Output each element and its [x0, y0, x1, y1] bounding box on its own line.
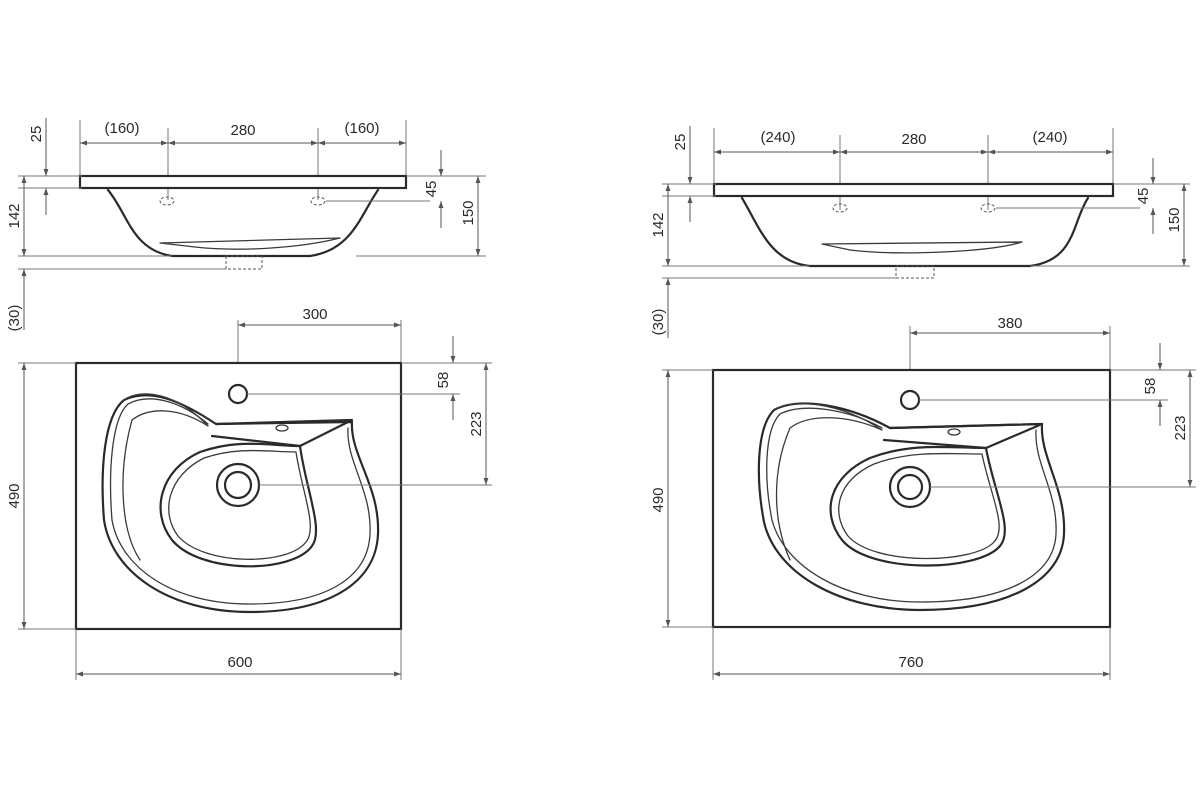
- dim-top-right-label: (240): [1032, 129, 1067, 146]
- dim-basin-height-label: 142: [650, 212, 667, 237]
- dim-width-label: 600: [227, 654, 252, 671]
- dim-depth-label: 490: [650, 487, 667, 512]
- dim-top-center-label: 280: [230, 122, 255, 139]
- waste-spigot: [895, 265, 935, 279]
- overflow-hole-right: [980, 203, 996, 213]
- dim-waste-from-back-label: 223: [1172, 415, 1189, 440]
- dim-waste-label: (30): [650, 309, 667, 336]
- waste-outlet-inner: [896, 473, 924, 501]
- dim-top-center-label: 280: [901, 131, 926, 148]
- dim-slab-label: 25: [28, 126, 45, 143]
- basin-bowl-inner: [829, 445, 1006, 567]
- basin-outline-plan: [74, 361, 403, 631]
- overflow-hole-left: [159, 196, 175, 206]
- overflow-hole-left: [832, 203, 848, 213]
- waste-spigot: [225, 255, 263, 270]
- dim-tap-offset-label: 300: [302, 306, 327, 323]
- basin-bowl-side: [106, 188, 380, 258]
- dim-overflow-label: 45: [423, 181, 440, 198]
- basin-slab: [712, 182, 1115, 198]
- dim-overflow-label: 45: [1135, 188, 1152, 205]
- dim-tap-from-back-label: 58: [1142, 378, 1159, 395]
- overflow-hole-right: [310, 196, 326, 206]
- basin-bowl-inner: [159, 442, 318, 568]
- elevation-view-600: (160) 280 (160) 25 142 (30): [6, 118, 486, 331]
- dim-total-height-label: 150: [1166, 207, 1183, 232]
- plan-view-760: 380 58 223 490: [650, 315, 1196, 680]
- dim-basin-height-label: 142: [6, 203, 23, 228]
- dim-top-left-label: (240): [760, 129, 795, 146]
- dim-waste-from-back-label: 223: [468, 411, 485, 436]
- drawing-760: (240) 280 (240) 25 142 (30): [650, 126, 1196, 680]
- dim-tap-offset-label: 380: [997, 315, 1022, 332]
- dim-top-left-label: (160): [104, 120, 139, 137]
- dim-total-height-label: 150: [460, 200, 477, 225]
- dim-width-label: 760: [898, 654, 923, 671]
- dim-slab-label: 25: [672, 134, 689, 151]
- basin-bowl-side: [740, 196, 1090, 268]
- waste-outlet-inner: [223, 470, 253, 500]
- drawing-600: (160) 280 (160) 25 142 (30): [6, 118, 492, 680]
- dim-waste-label: (30): [6, 305, 23, 332]
- basin-slab: [78, 174, 408, 190]
- dim-depth-label: 490: [6, 483, 23, 508]
- elevation-view-760: (240) 280 (240) 25 142 (30): [650, 126, 1190, 338]
- dim-top-right-label: (160): [344, 120, 379, 137]
- dim-tap-from-back-label: 58: [435, 372, 452, 389]
- plan-view-600: 300 58 223: [6, 306, 492, 680]
